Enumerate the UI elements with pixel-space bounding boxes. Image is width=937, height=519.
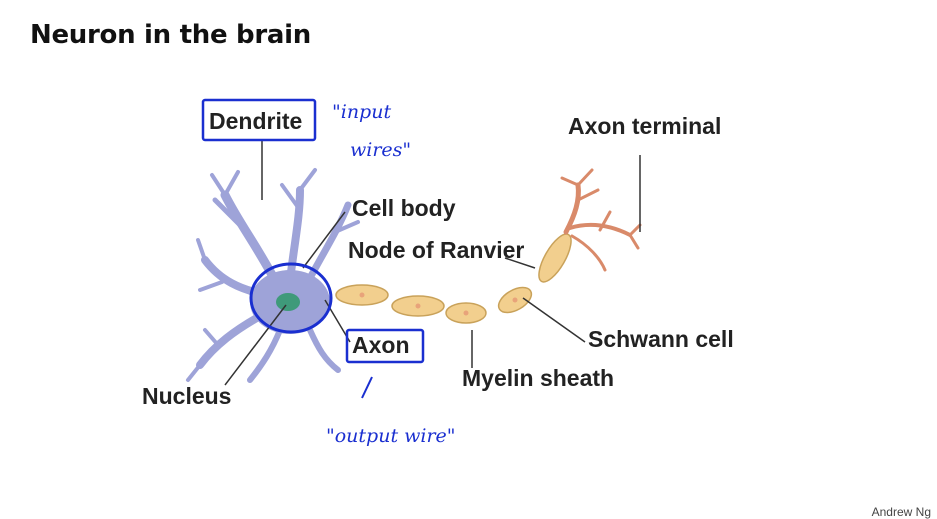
pointer-lines bbox=[224, 140, 641, 386]
label-dendrite: Dendrite bbox=[209, 108, 302, 134]
label-myelin-sheath: Myelin sheath bbox=[462, 365, 614, 391]
annotation-output: "output wire" bbox=[326, 425, 456, 447]
dendrite-highlight-box bbox=[201, 98, 317, 142]
cell-body-highlight-circle bbox=[249, 262, 333, 334]
label-axon: Axon bbox=[352, 332, 410, 358]
annotation-input-line1: "input bbox=[332, 101, 391, 123]
nucleus bbox=[276, 293, 300, 311]
axon-highlight-box bbox=[345, 328, 425, 364]
slide-title: Neuron in the brain bbox=[30, 20, 311, 50]
annotation-input-line2: wires" bbox=[350, 139, 411, 161]
label-cell-body: Cell body bbox=[352, 195, 456, 221]
footer-credit: Andrew Ng bbox=[871, 505, 931, 519]
label-nucleus: Nucleus bbox=[142, 383, 231, 409]
label-node-of-ranvier: Node of Ranvier bbox=[348, 237, 524, 263]
output-annotation-stroke bbox=[361, 376, 373, 399]
axon-terminal-branches bbox=[560, 168, 642, 272]
label-schwann-cell: Schwann cell bbox=[588, 326, 734, 352]
label-axon-terminal: Axon terminal bbox=[568, 113, 721, 139]
